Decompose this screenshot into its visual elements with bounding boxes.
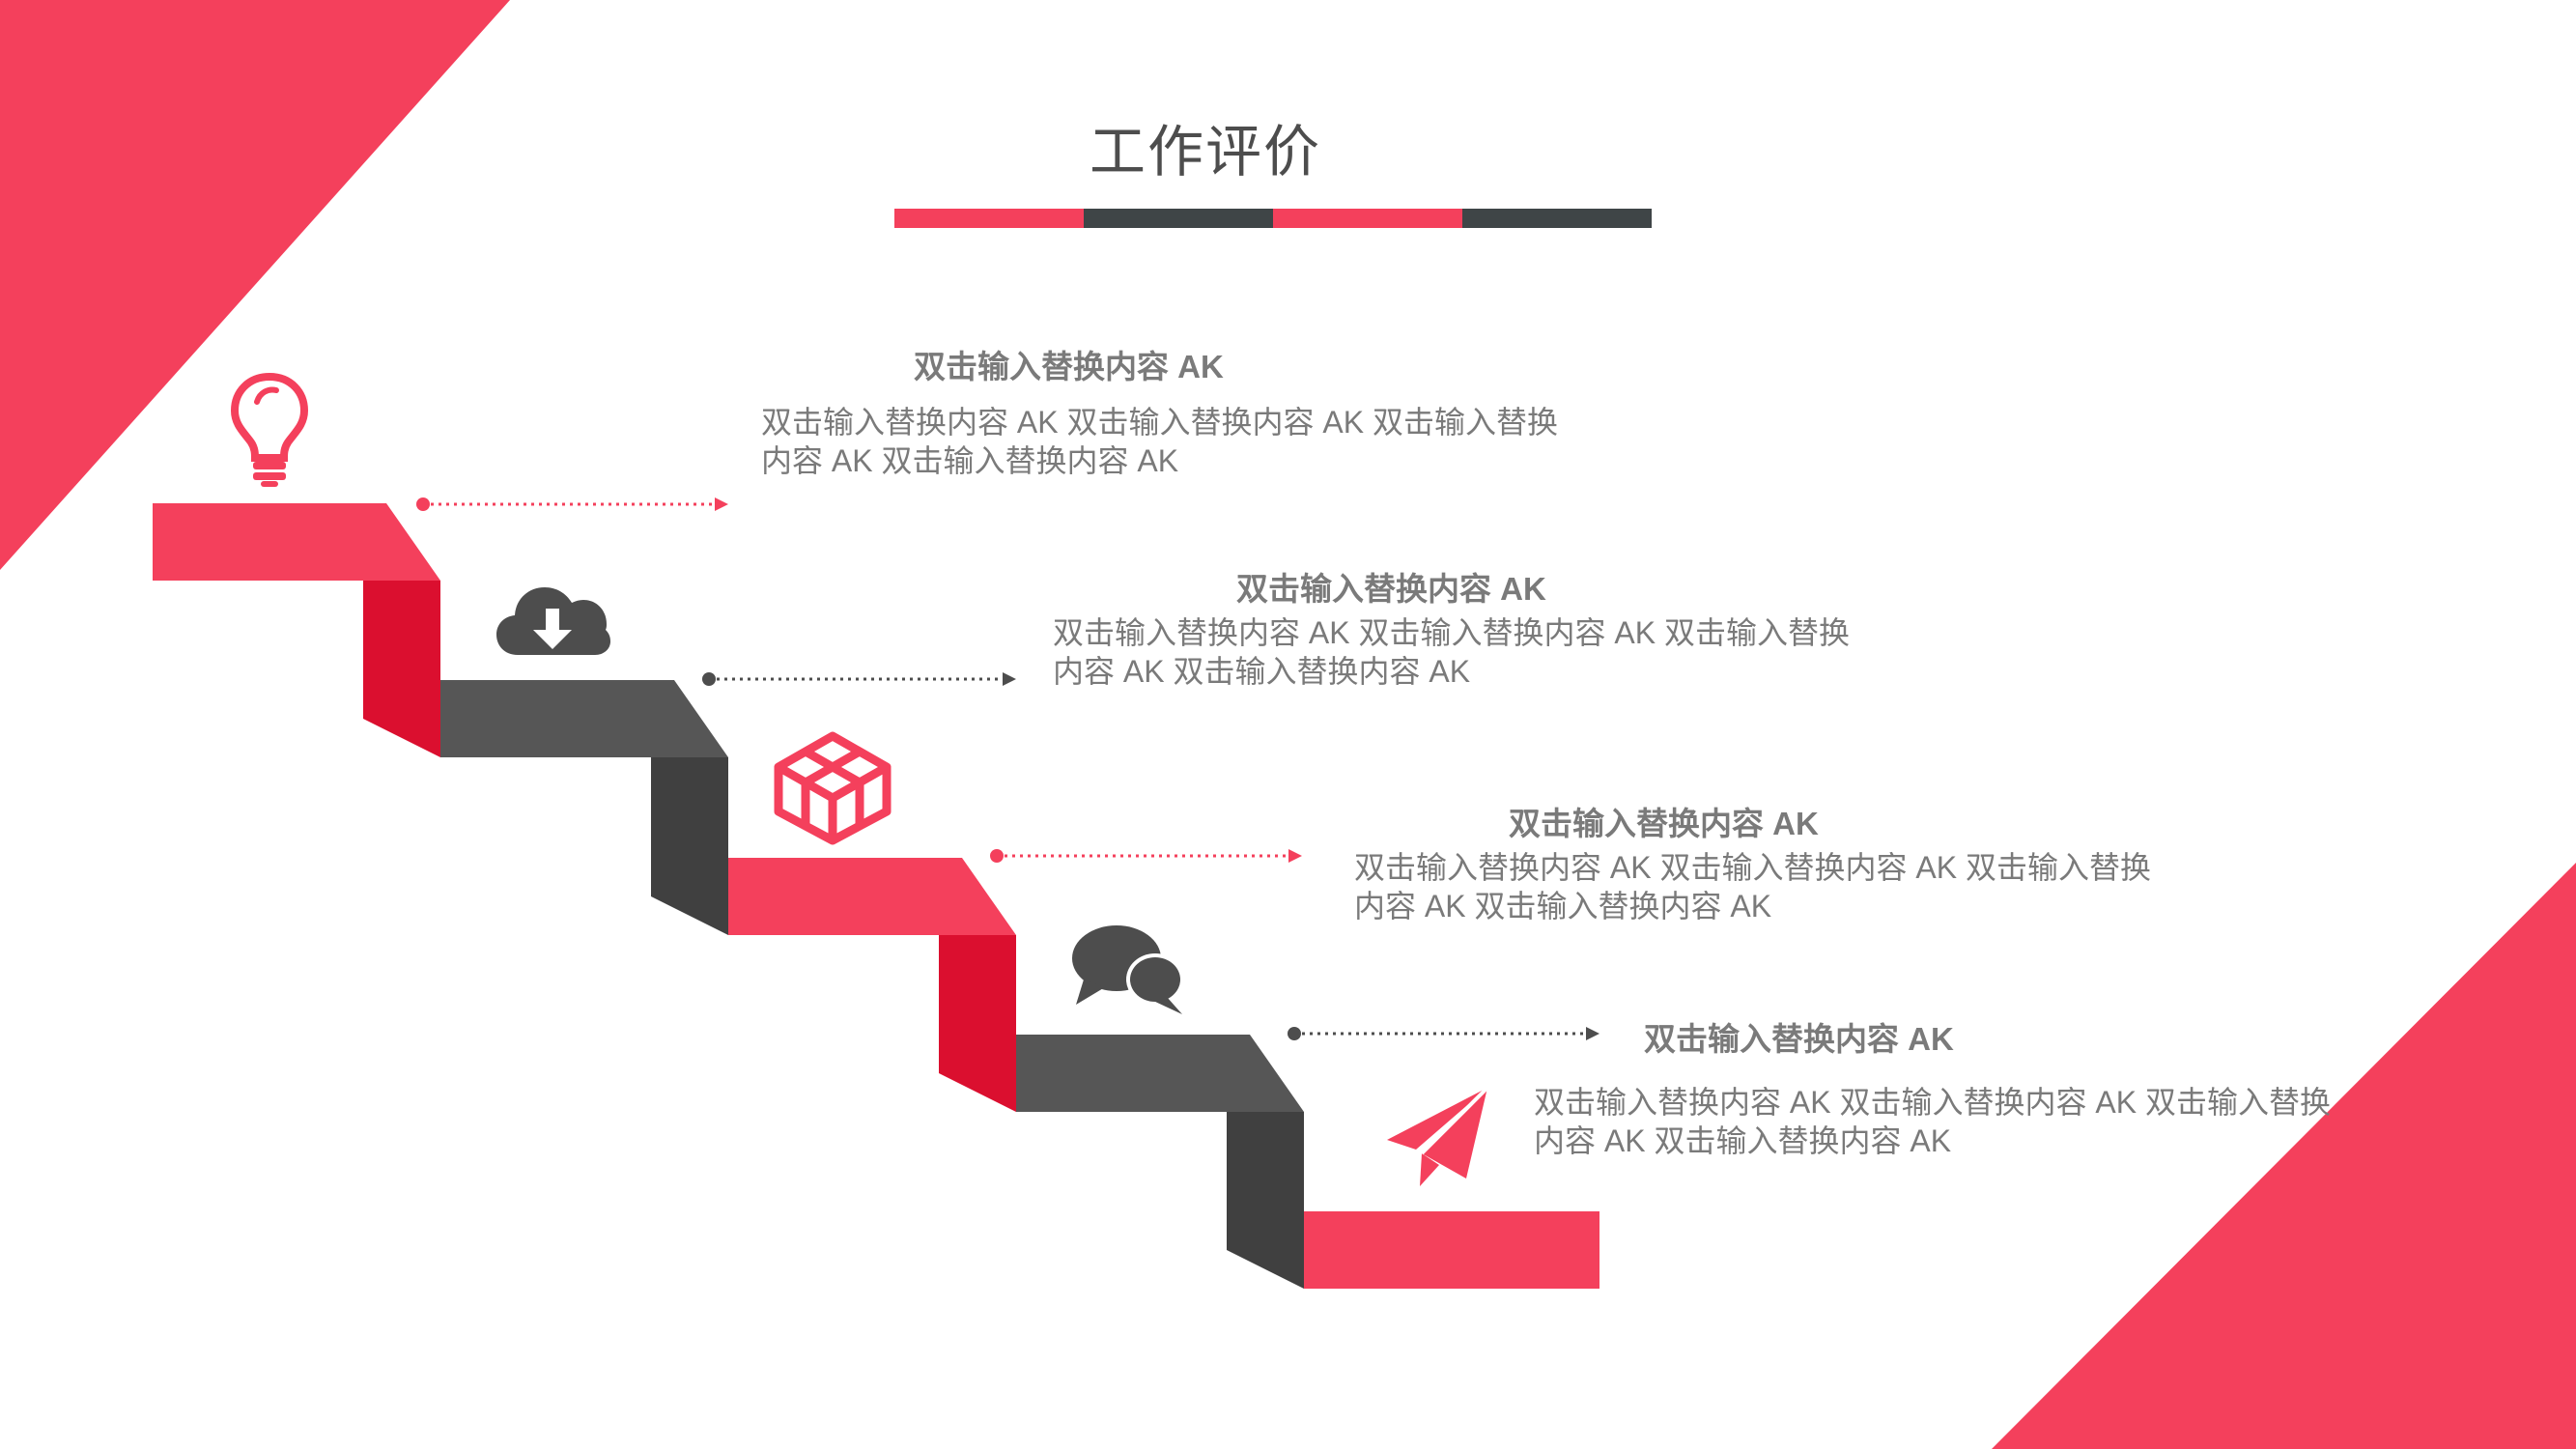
connector-3 xyxy=(990,849,1302,863)
step-1-top xyxy=(153,503,440,581)
step-3-line-2: 内容 AK 双击输入替换内容 AK xyxy=(1354,889,1772,923)
step-2-riser xyxy=(651,757,728,935)
connector-1 xyxy=(416,497,728,511)
page-title: 工作评价 xyxy=(1089,121,1321,184)
step-4-top xyxy=(1016,1035,1304,1112)
step-3-description: 双击输入替换内容 AK 双击输入替换内容 AK 双击输入替换 内容 AK 双击输… xyxy=(1354,848,2194,925)
lightbulb-icon xyxy=(230,372,309,487)
step-2-top xyxy=(440,680,728,757)
step-2-description: 双击输入替换内容 AK 双击输入替换内容 AK 双击输入替换 内容 AK 双击输… xyxy=(1053,613,1893,691)
title-underline xyxy=(894,209,1652,228)
step-4-description: 双击输入替换内容 AK 双击输入替换内容 AK 双击输入替换 内容 AK 双击输… xyxy=(1534,1083,2374,1160)
step-2-line-2: 内容 AK 双击输入替换内容 AK xyxy=(1053,654,1471,689)
cloud-download-icon xyxy=(496,587,610,655)
corner-triangle-top-left xyxy=(0,0,510,570)
connector-2 xyxy=(702,672,1016,686)
step-4-heading: 双击输入替换内容 AK xyxy=(1644,1021,1954,1057)
step-2-heading: 双击输入替换内容 AK xyxy=(1236,571,1546,607)
connector-4 xyxy=(1288,1027,1599,1040)
chat-bubbles-icon xyxy=(1072,925,1184,1014)
underline-segment-3 xyxy=(1273,209,1462,228)
underline-segment-2 xyxy=(1084,209,1273,228)
underline-segment-1 xyxy=(894,209,1084,228)
step-3-heading: 双击输入替换内容 AK xyxy=(1509,806,1819,841)
corner-triangle-bottom-right xyxy=(1992,863,2576,1449)
paper-plane-icon xyxy=(1387,1086,1489,1186)
underline-segment-4 xyxy=(1462,209,1652,228)
step-4-line-1: 双击输入替换内容 AK 双击输入替换内容 AK 双击输入替换 xyxy=(1534,1085,2331,1120)
step-1-description: 双击输入替换内容 AK 双击输入替换内容 AK 双击输入替换 内容 AK 双击输… xyxy=(761,403,1601,480)
step-2-line-1: 双击输入替换内容 AK 双击输入替换内容 AK 双击输入替换 xyxy=(1053,615,1850,650)
step-4-riser xyxy=(1227,1112,1304,1289)
step-3-top xyxy=(728,858,1016,935)
step-3-riser xyxy=(939,935,1016,1112)
step-1-line-1: 双击输入替换内容 AK 双击输入替换内容 AK 双击输入替换 xyxy=(761,405,1558,440)
step-4-line-2: 内容 AK 双击输入替换内容 AK xyxy=(1534,1123,1952,1158)
step-3-line-1: 双击输入替换内容 AK 双击输入替换内容 AK 双击输入替换 xyxy=(1354,850,2151,885)
step-1-line-2: 内容 AK 双击输入替换内容 AK xyxy=(761,443,1179,478)
box-outline-icon xyxy=(774,731,892,845)
step-1-riser xyxy=(363,581,440,757)
step-1-heading: 双击输入替换内容 AK xyxy=(914,349,1224,384)
step-5-top xyxy=(1304,1211,1599,1289)
